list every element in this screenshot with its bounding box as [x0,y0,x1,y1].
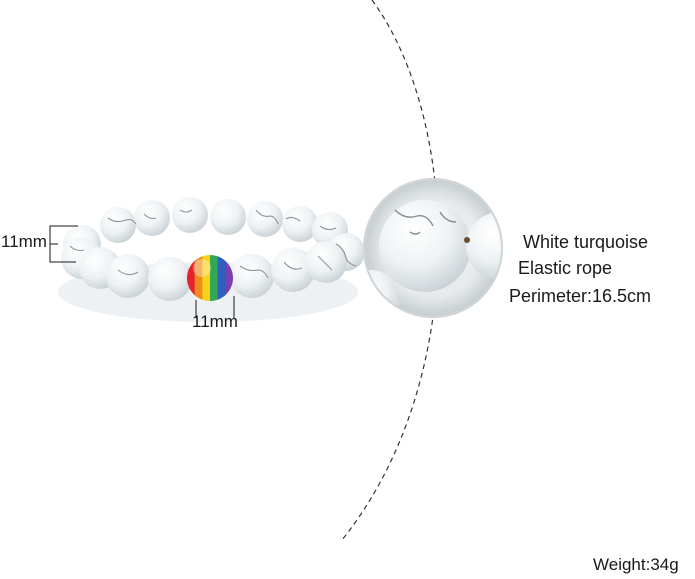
rainbow-stripe [210,255,219,301]
spec-material: White turquoise [523,232,649,252]
spec-perimeter: Perimeter:16.5cm [509,286,652,306]
spec-cord: Elastic rope [518,258,613,278]
bead-height-label: 11mm [192,312,238,331]
bead-row-back [100,197,348,248]
bead [100,207,136,243]
rainbow-stripe [187,255,196,301]
bead [172,197,208,233]
bracelet [61,197,365,301]
bead [305,241,347,283]
rainbow-bead-highlight [193,259,211,277]
bead [271,248,315,292]
bead-width-label: 11mm [1,232,47,251]
bead [247,201,283,237]
bead [282,206,318,242]
rainbow-stripe [202,255,211,301]
rainbow-stripe [194,255,203,301]
bead [210,199,246,235]
weight-label: Weight:34g [593,555,679,574]
bead [148,257,192,301]
dimension-bracket [49,225,235,318]
bead [230,254,274,298]
bead [106,254,150,298]
bead-row-front [61,237,347,301]
marble-veins [69,209,357,279]
rainbow-stripe [217,255,226,301]
divider-arc [341,0,439,541]
rainbow-stripe [225,255,233,301]
bead-zoom-circle [363,178,503,318]
rainbow-bead [187,255,233,301]
